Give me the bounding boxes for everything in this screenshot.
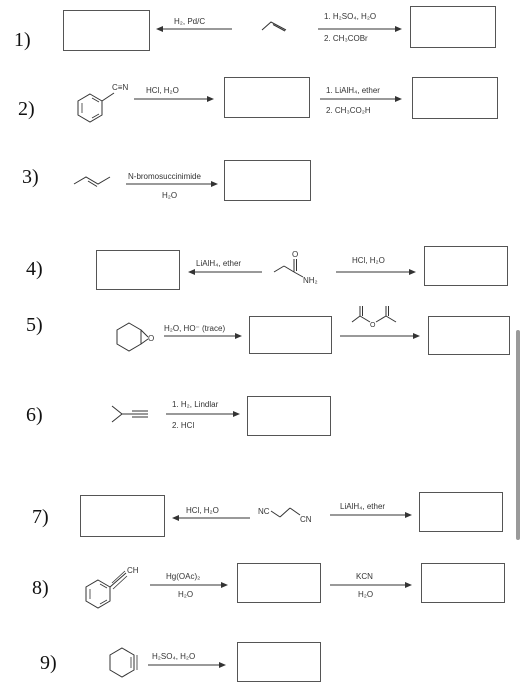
answer-box-7a[interactable] bbox=[80, 495, 165, 537]
carbonyl-oxygen-label: O bbox=[292, 250, 298, 259]
answer-box-1a[interactable] bbox=[63, 10, 150, 51]
benzonitrile-molecule: C≡N bbox=[72, 80, 132, 128]
reagent-label-4-right: HCl, H₂O bbox=[352, 256, 385, 265]
nitrile-label: C≡N bbox=[112, 83, 128, 92]
amine-label: NH₂ bbox=[303, 276, 318, 285]
answer-box-8a[interactable] bbox=[237, 563, 321, 603]
problem-number-5: 5) bbox=[26, 314, 43, 336]
propanamide-molecule: O NH₂ bbox=[272, 250, 322, 286]
reagent-label-6-2: 2. HCl bbox=[172, 421, 195, 430]
problem-number-7: 7) bbox=[32, 506, 49, 528]
reaction-arrow-3 bbox=[126, 179, 218, 191]
reaction-arrow-8-second bbox=[330, 580, 412, 592]
answer-box-3[interactable] bbox=[224, 160, 311, 201]
problem-number-3: 3) bbox=[22, 166, 39, 188]
reagent-label-1-right-2: 2. CH₃COBr bbox=[324, 34, 368, 43]
problem-number-4: 4) bbox=[26, 258, 43, 280]
reaction-arrow-9 bbox=[148, 660, 226, 672]
2-butene-molecule bbox=[72, 172, 112, 188]
acetic-anhydride-molecule: O bbox=[350, 298, 410, 329]
reagent-label-8-second-2: H₂O bbox=[358, 590, 374, 599]
reagent-label-3-2: H₂O bbox=[162, 191, 178, 200]
answer-box-2a[interactable] bbox=[224, 77, 310, 118]
reagent-label-4-left: LiAlH₄, ether bbox=[196, 259, 242, 268]
reagent-label-2-second-1: 1. LiAlH₄, ether bbox=[326, 86, 380, 95]
cyclohexene-oxide-molecule: O bbox=[112, 318, 160, 352]
reagent-label-8-first-1: Hg(OAc)₂ bbox=[166, 572, 201, 581]
problem-number-9: 9) bbox=[40, 652, 57, 674]
reaction-arrow-7-left bbox=[172, 513, 250, 525]
answer-box-7b[interactable] bbox=[419, 492, 503, 532]
answer-box-5a[interactable] bbox=[249, 316, 332, 354]
reaction-arrow-1-right bbox=[318, 24, 402, 36]
answer-box-6[interactable] bbox=[247, 396, 331, 436]
3-methyl-1-butyne-molecule bbox=[110, 402, 152, 428]
reagent-label-5-first: H₂O, HO⁻ (trace) bbox=[164, 324, 226, 333]
cyclohexyne-molecule bbox=[104, 644, 144, 684]
problem-number-8: 8) bbox=[32, 577, 49, 599]
reaction-arrow-5-first bbox=[164, 331, 242, 343]
problem-number-6: 6) bbox=[26, 404, 43, 426]
answer-box-2b[interactable] bbox=[412, 77, 498, 119]
answer-box-4a[interactable] bbox=[96, 250, 180, 290]
reaction-arrow-2-second bbox=[320, 94, 402, 106]
problem-number-1: 1) bbox=[14, 29, 31, 51]
answer-box-9[interactable] bbox=[237, 642, 321, 682]
reagent-label-1-right-1: 1. H₂SO₄, H₂O bbox=[324, 12, 377, 21]
reagent-label-7-left: HCl, H₂O bbox=[186, 506, 219, 515]
nitrile-left-label: NC bbox=[258, 507, 270, 516]
reaction-arrow-6 bbox=[166, 409, 240, 421]
vertical-scrollbar[interactable] bbox=[516, 330, 520, 540]
propene-molecule bbox=[261, 18, 288, 32]
phenylacetylene-molecule: CH bbox=[82, 562, 152, 612]
reagent-label-8-second-1: KCN bbox=[356, 572, 373, 581]
reaction-arrow-8-first bbox=[150, 580, 228, 592]
reagent-label-2-first: HCl, H₂O bbox=[146, 86, 179, 95]
alkyne-ch-label: CH bbox=[127, 566, 139, 575]
reagent-label-2-second-2: 2. CH₃CO₂H bbox=[326, 106, 371, 115]
reaction-arrow-1-left bbox=[156, 24, 232, 36]
answer-box-4b[interactable] bbox=[424, 246, 508, 286]
nitrile-right-label: CN bbox=[300, 515, 312, 524]
reagent-label-7-right: LiAlH₄, ether bbox=[340, 502, 386, 511]
reaction-arrow-4-left bbox=[188, 267, 262, 279]
reagent-label-1-left: H₂, Pd/C bbox=[174, 17, 206, 26]
problem-number-2: 2) bbox=[18, 98, 35, 120]
anhydride-bridge-oxygen-label: O bbox=[370, 322, 376, 329]
reagent-label-8-first-2: H₂O bbox=[178, 590, 194, 599]
answer-box-8b[interactable] bbox=[421, 563, 505, 603]
answer-box-5b[interactable] bbox=[428, 316, 510, 355]
reaction-arrow-4-right bbox=[336, 267, 416, 279]
reaction-arrow-2-first bbox=[134, 94, 214, 106]
reagent-label-9: H₂SO₄, H₂O bbox=[152, 652, 196, 661]
reaction-arrow-5-second bbox=[340, 331, 420, 343]
epoxide-oxygen-label: O bbox=[148, 334, 154, 343]
reagent-label-6-1: 1. H₂, Lindlar bbox=[172, 400, 219, 409]
answer-box-1b[interactable] bbox=[410, 6, 496, 48]
reagent-label-3-1: N-bromosuccinimide bbox=[128, 172, 201, 181]
succinonitrile-molecule: NC CN bbox=[258, 500, 322, 528]
reaction-arrow-7-right bbox=[330, 510, 412, 522]
